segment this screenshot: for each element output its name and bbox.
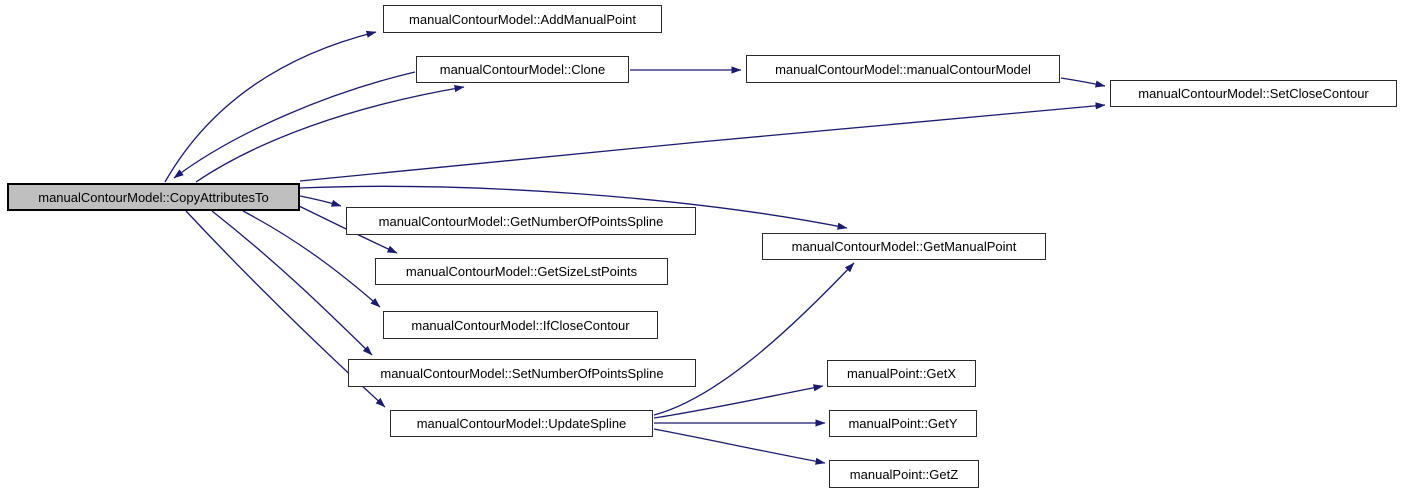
edge-copy-attributes-to-to-clone [195,85,465,183]
node-clone[interactable]: manualContourModel::Clone [416,56,629,83]
edge-copy-attributes-to-to-if-close-contour [242,210,381,308]
node-get-y[interactable]: manualPoint::GetY [829,410,977,437]
edges-layer [164,30,1106,465]
edge-clone-to-copy-attributes-to [173,71,416,179]
edge-copy-attributes-to-to-set-close-contour [299,102,1106,182]
node-set-number-of-points-spline[interactable]: manualContourModel::SetNumberOfPointsSpl… [348,359,696,387]
node-manual-contour-model[interactable]: manualContourModel::manualContourModel [746,55,1060,83]
node-update-spline[interactable]: manualContourModel::UpdateSpline [390,410,653,437]
node-set-close-contour[interactable]: manualContourModel::SetCloseContour [1110,80,1397,107]
edge-manual-contour-model-to-set-close-contour [1060,77,1106,88]
node-get-size-lst-points[interactable]: manualContourModel::GetSizeLstPoints [375,258,668,285]
edge-copy-attributes-to-to-add-manual-point [164,30,377,183]
edge-update-spline-to-get-z [653,428,826,465]
node-get-z[interactable]: manualPoint::GetZ [829,460,979,488]
node-add-manual-point[interactable]: manualContourModel::AddManualPoint [383,5,662,33]
node-copy-attributes-to: manualContourModel::CopyAttributesTo [7,183,300,211]
node-get-x[interactable]: manualPoint::GetX [827,360,976,387]
node-get-manual-point[interactable]: manualContourModel::GetManualPoint [762,233,1046,260]
node-get-number-of-points-spline[interactable]: manualContourModel::GetNumberOfPointsSpl… [346,207,696,235]
edge-update-spline-to-get-manual-point [653,262,855,416]
edge-update-spline-to-get-x [653,384,824,419]
edge-copy-attributes-to-to-get-manual-point [299,185,848,230]
node-if-close-contour[interactable]: manualContourModel::IfCloseContour [383,311,658,339]
edge-copy-attributes-to-to-get-number-of-points-spline [299,195,342,207]
edge-copy-attributes-to-to-set-number-of-points-spline [211,210,373,356]
